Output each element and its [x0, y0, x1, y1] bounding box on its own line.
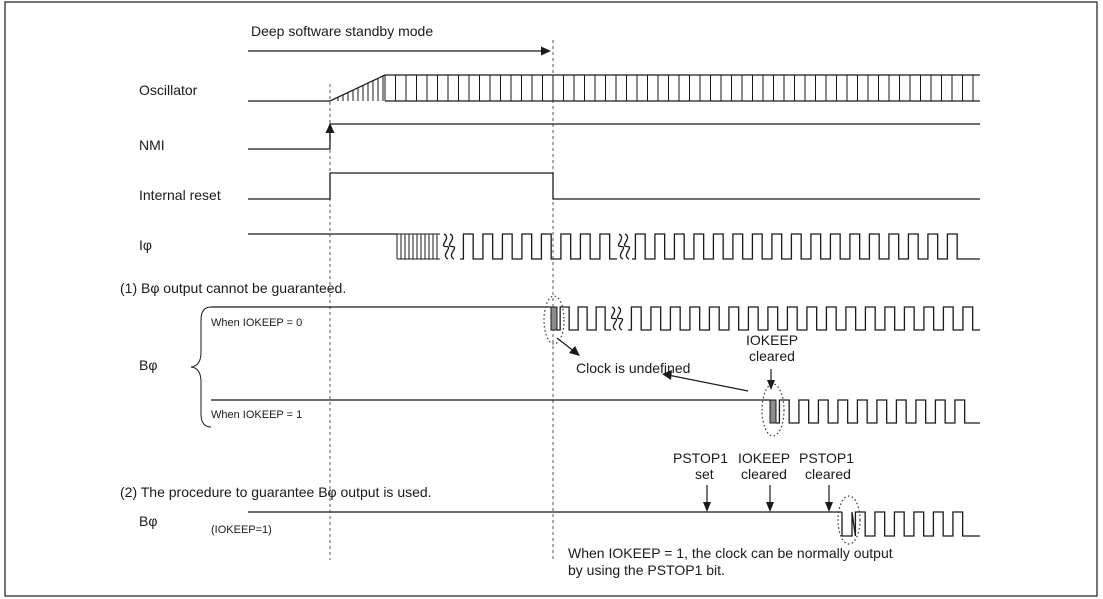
section2-event-arrows	[703, 485, 833, 512]
note-1: (1) Bφ output cannot be guaranteed.	[120, 280, 346, 296]
iokeep1-paren-label: (IOKEEP=1)	[211, 524, 272, 536]
oscillator-waveform	[248, 74, 980, 102]
b-phi-brace	[190, 306, 212, 428]
deep-standby-arrowhead	[541, 46, 551, 56]
b-phi-guaranteed-waveform	[248, 495, 980, 545]
internal-reset-waveform	[248, 172, 980, 200]
deep-standby-label: Deep software standby mode	[251, 23, 433, 39]
iokeep-cleared-label-2b: cleared	[741, 466, 787, 482]
footnote-line-2: by using the PSTOP1 bit.	[568, 562, 725, 578]
clock-undefined-label: Clock is undefined	[576, 360, 690, 376]
iokeep-cleared-label-1a: IOKEEP	[746, 332, 798, 348]
b-phi-label-2: Bφ	[139, 513, 157, 529]
clock-undefined-arrows	[556, 337, 749, 392]
note-2: (2) The procedure to guarantee Bφ output…	[120, 484, 432, 500]
nmi-label: NMI	[139, 137, 165, 153]
i-phi-waveform	[248, 233, 980, 260]
iokeep-cleared-label-1b: cleared	[749, 348, 795, 364]
pstop1-cleared-label-b: cleared	[805, 466, 851, 482]
nmi-waveform	[248, 123, 980, 150]
internal-reset-label: Internal reset	[139, 187, 221, 203]
iokeep-cleared-label-2a: IOKEEP	[738, 450, 790, 466]
pstop1-cleared-label-a: PSTOP1	[799, 450, 854, 466]
pstop1-set-label-b: set	[695, 466, 714, 482]
oscillator-label: Oscillator	[139, 82, 198, 98]
b-phi-label-1: Bφ	[139, 357, 157, 373]
i-phi-label: Iφ	[139, 237, 152, 253]
pstop1-set-label-a: PSTOP1	[673, 450, 728, 466]
b-phi-iokeep0-waveform	[211, 295, 980, 345]
footnote-line-1: When IOKEEP = 1, the clock can be normal…	[568, 545, 893, 561]
when-iokeep-0-label: When IOKEEP = 0	[211, 317, 302, 329]
when-iokeep-1-label: When IOKEEP = 1	[211, 409, 302, 421]
b-phi-iokeep1-waveform	[211, 383, 980, 437]
